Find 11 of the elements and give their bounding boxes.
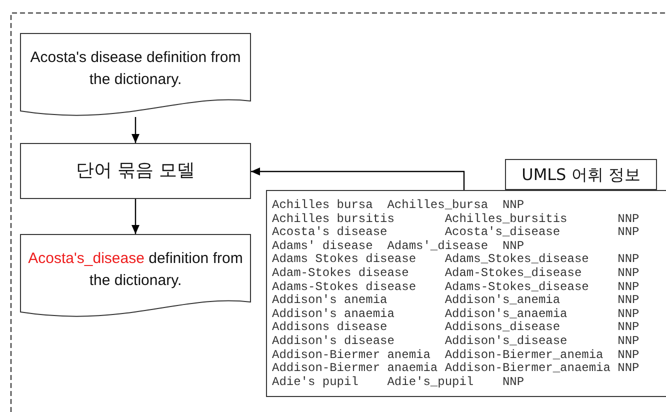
node-label: 단어 묶음 모델 [74,159,196,183]
process-box [20,143,251,199]
node-label: Acosta's disease definition from the dictionary. [29,48,242,90]
node-label: Acosta's_disease definition from the dictionary. [27,249,244,291]
table-text: Achilles bursa Achilles_bursa NNP Achilles bursitis Achilles_bursitis NNP Acosta's disease Acosta's_disease NNP Adams' disease Adams'_disease NNP Adams Stokes disease Adams_Stokes_disease NNP Adam-Stokes disease Adam-Stokes_disease NNP Adams-Stokes disease Adams-Stokes_disease NNP Addison's anemia Addison's_anemia NNP Addison's anaemia Addison's_anaemia NNP Addisons disease Addisons_disease NNP Addison's disease Addison's_disease NNP Addison-Biermer anemia Addison-Biermer_anemia NNP Addison-Biermer anaemia Addison-Biermer_anaemia NNP Adie's pupil Adie's_pupil NNP [272,199,640,390]
arrow [132,117,140,143]
arrow [251,168,465,190]
arrow [132,199,140,234]
vocabulary-table [266,190,666,397]
header-label: UMLS 어휘 정보 [520,165,642,185]
header-tab [505,159,657,190]
